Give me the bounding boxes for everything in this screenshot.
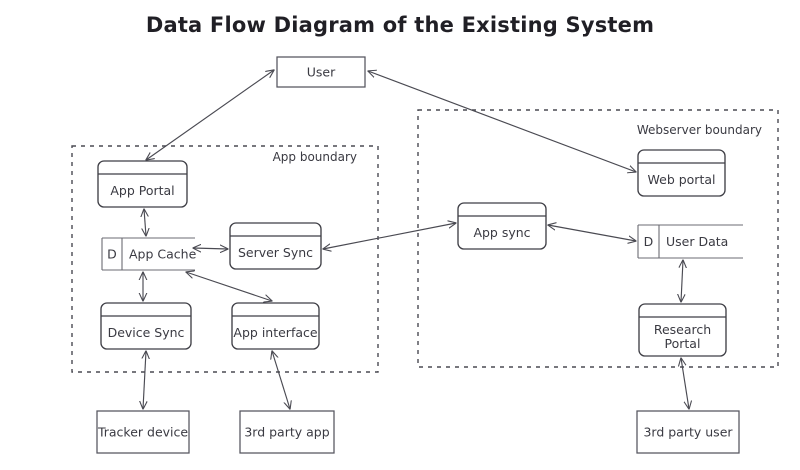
node-label: 3rd party user (643, 425, 733, 440)
data-flows (143, 70, 689, 409)
datastore-id: D (107, 247, 117, 262)
boundary-label: App boundary (273, 150, 357, 164)
node-user-data[interactable]: D User Data (637, 224, 743, 259)
flow-research-portal-third-party-user (681, 358, 689, 409)
process-shape (637, 149, 726, 197)
flow-app-interface-third-party-app (272, 351, 290, 409)
node-label: User (307, 65, 336, 80)
node-label: App sync (473, 225, 530, 240)
node-app-interface[interactable]: App interface (231, 302, 320, 350)
boundary-label: Webserver boundary (637, 123, 762, 137)
process-shape (97, 160, 188, 208)
node-label: App Portal (110, 183, 174, 198)
node-server-sync[interactable]: Server Sync (229, 222, 322, 270)
external-entity-shape (636, 410, 740, 454)
external-entity-shape (276, 56, 366, 88)
flow-device-sync-tracker-device (143, 351, 146, 409)
external-entity-shape (239, 410, 335, 454)
node-app-portal[interactable]: App Portal (97, 160, 188, 208)
node-label: Research (654, 322, 711, 337)
node-label: Portal (665, 336, 701, 351)
node-tracker-device[interactable]: Tracker device (96, 410, 190, 454)
flow-user-app-portal (146, 70, 274, 160)
process-shape (231, 302, 320, 350)
node-third-party-app[interactable]: 3rd party app (239, 410, 335, 454)
page-title: Data Flow Diagram of the Existing System (146, 13, 654, 37)
node-third-party-user[interactable]: 3rd party user (636, 410, 740, 454)
flow-app-sync-user-data (548, 225, 636, 241)
node-web-portal[interactable]: Web portal (637, 149, 726, 197)
datastore-id: D (644, 234, 654, 249)
trust-boundaries: App boundary Webserver boundary (71, 109, 779, 373)
process-shape (457, 202, 547, 250)
node-label: Device Sync (108, 325, 185, 340)
external-entity-shape (96, 410, 190, 454)
flow-app-cache-app-interface (186, 272, 272, 301)
flow-app-portal-app-cache (144, 209, 146, 236)
process-shape (100, 302, 192, 350)
node-label: 3rd party app (244, 425, 329, 440)
flow-user-data-research-portal (681, 260, 683, 302)
node-app-sync[interactable]: App sync (457, 202, 547, 250)
process-shape (229, 222, 322, 270)
datastore-label: App Cache (129, 247, 197, 262)
node-label: Tracker device (97, 425, 188, 440)
flow-user-web-portal (368, 71, 636, 172)
node-device-sync[interactable]: Device Sync (100, 302, 192, 350)
flow-server-sync-app-cache (193, 248, 228, 249)
node-label: Server Sync (238, 245, 313, 260)
node-label: Web portal (648, 172, 716, 187)
node-label: App interface (233, 325, 317, 340)
node-app-cache[interactable]: D App Cache (101, 237, 197, 271)
flow-server-sync-app-sync (323, 223, 456, 249)
datastore-label: User Data (666, 234, 728, 249)
node-user[interactable]: User (276, 56, 366, 88)
